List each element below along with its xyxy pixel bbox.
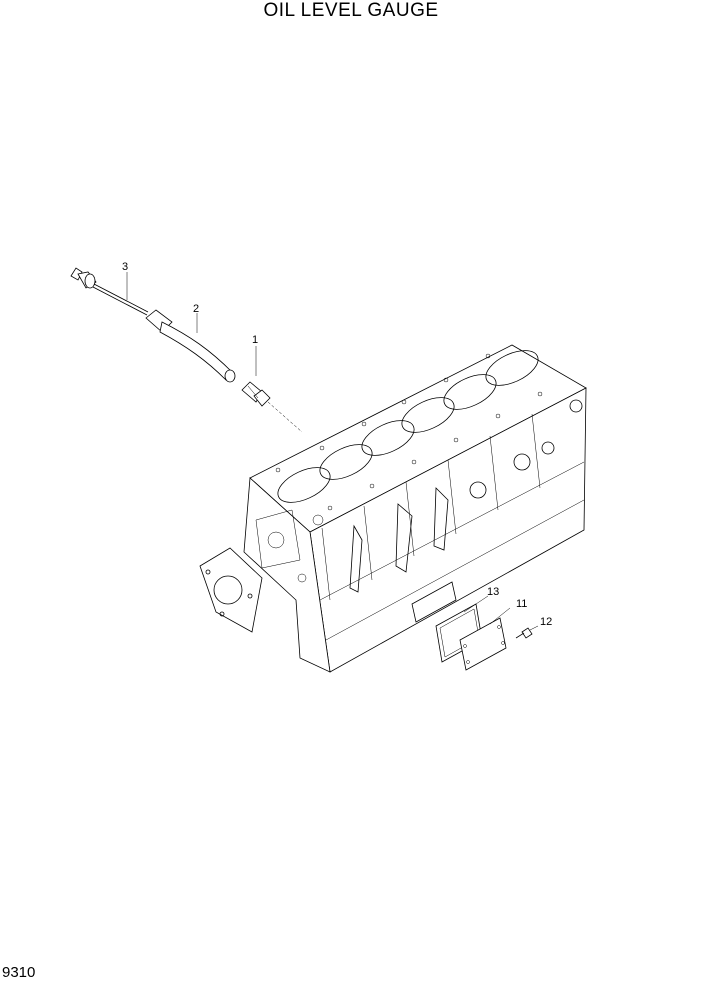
part-3-dipstick[interactable] bbox=[70, 267, 149, 316]
leader-lines bbox=[126, 272, 539, 631]
part-2-guide-tube[interactable] bbox=[145, 309, 236, 383]
engine-block bbox=[199, 344, 587, 673]
callout-3: 3 bbox=[122, 261, 128, 273]
part-11-cover-plate[interactable] bbox=[459, 617, 507, 671]
callout-13: 13 bbox=[487, 586, 499, 598]
page-title: OIL LEVEL GAUGE bbox=[263, 0, 439, 21]
callout-2: 2 bbox=[193, 303, 199, 315]
part-12-bolt[interactable] bbox=[515, 627, 533, 639]
callout-11: 11 bbox=[516, 598, 527, 610]
callout-1: 1 bbox=[252, 334, 258, 346]
callout-12: 12 bbox=[540, 616, 552, 628]
part-1-adapter[interactable] bbox=[241, 381, 303, 433]
page-number: 9310 bbox=[2, 964, 36, 981]
